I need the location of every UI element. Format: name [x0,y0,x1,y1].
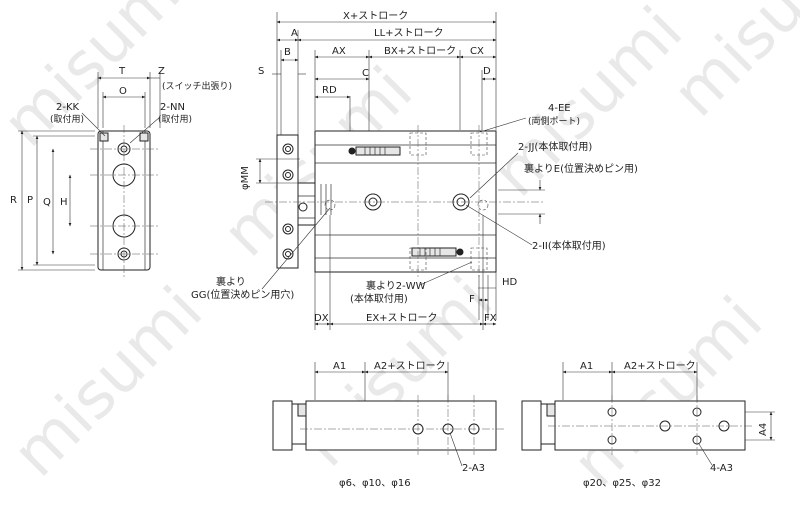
ww-label-1: 裏より2-WW [366,279,426,292]
dim-q-label: Q [43,197,51,208]
dim-mm-label: φMM [240,166,251,190]
ee-note: (両側ポート) [528,115,580,127]
dim-o-label: O [119,86,127,97]
watermark-text-3: misumi [479,0,697,211]
switch-upper [355,146,401,156]
nn-note: (取付用) [158,114,192,125]
dim-c-label: C [362,68,369,79]
bottom-view-large: A1 A2+ストローク A4 4-A3 φ20、φ25、φ32 [521,360,775,489]
ww-label-2: (本体取付用) [350,292,408,305]
dim-hd-label: HD [502,277,518,288]
gg-label-1: 裏より [216,275,246,288]
dim-p-label: P [27,195,33,206]
switch-note: (スイッチ出張り) [162,80,232,92]
nn-label: 2-NN [160,102,185,113]
dim-t-label: T [118,66,126,77]
switch-lower [411,247,457,257]
dim-b-label: B [284,47,291,58]
small-sizes-label: φ6、φ10、φ16 [339,478,411,489]
jj-label: 2-JJ(本体取付用) [518,140,592,153]
dim-ex-label: EX+ストローク [366,312,438,324]
bottom-view-small: A1 A2+ストローク 2-A3 φ6、φ10、φ16 [272,360,505,489]
large-end-plate [521,400,542,451]
large-sizes-label: φ20、φ25、φ32 [583,478,661,489]
dim-rd-label: RD [322,85,337,96]
front-view: T Z O (スイッチ出張り) 2-KK (取付用) 2-NN (取付用) R … [10,66,232,278]
dim-dx-label: DX [314,313,329,324]
dim-cx-label: CX [470,46,484,57]
large-a3-label: 4-A3 [710,463,733,474]
dim-ax-label: AX [332,46,346,57]
dim-ll-label: LL+ストローク [374,27,444,39]
large-a2-label: A2+ストローク [624,360,696,372]
watermark-text-4: misumi [659,0,800,131]
e-note: 裏よりE(位置決めピン用) [524,162,638,175]
kk-note: (取付用) [50,114,84,125]
large-a1-label: A1 [580,361,593,372]
dim-x-label: X+ストローク [343,10,408,22]
small-a1-label: A1 [333,361,346,372]
dim-h-label: H [60,197,68,208]
ee-label: 4-EE [548,103,571,114]
dim-s-label: S [258,66,264,77]
ii-label: 2-II(本体取付用) [532,239,606,252]
side-view: X+ストローク A LL+ストローク B S AX BX+ストローク CX C … [191,10,638,330]
dim-r-label: R [10,195,17,206]
dim-a-label: A [291,28,298,39]
watermark-text-5: misumi [0,273,217,491]
dim-fx-label: FX [484,313,497,324]
cylinder-body [314,130,497,273]
small-a3-label: 2-A3 [462,463,485,474]
dim-bx-label: BX+ストローク [384,45,456,57]
small-a2-label: A2+ストローク [374,360,446,372]
gg-label-2: GG(位置決めピン用穴) [191,288,294,301]
small-end-plate [272,400,293,451]
watermark-text-7: misumi [559,283,777,501]
end-plate [276,134,299,269]
large-a4-label: A4 [758,423,769,436]
dim-z-label: Z [158,66,165,77]
large-body [554,400,746,451]
dim-d-label: D [483,66,491,77]
dim-f-label: F [469,294,475,305]
kk-label: 2-KK [56,102,80,113]
small-body [305,400,497,451]
